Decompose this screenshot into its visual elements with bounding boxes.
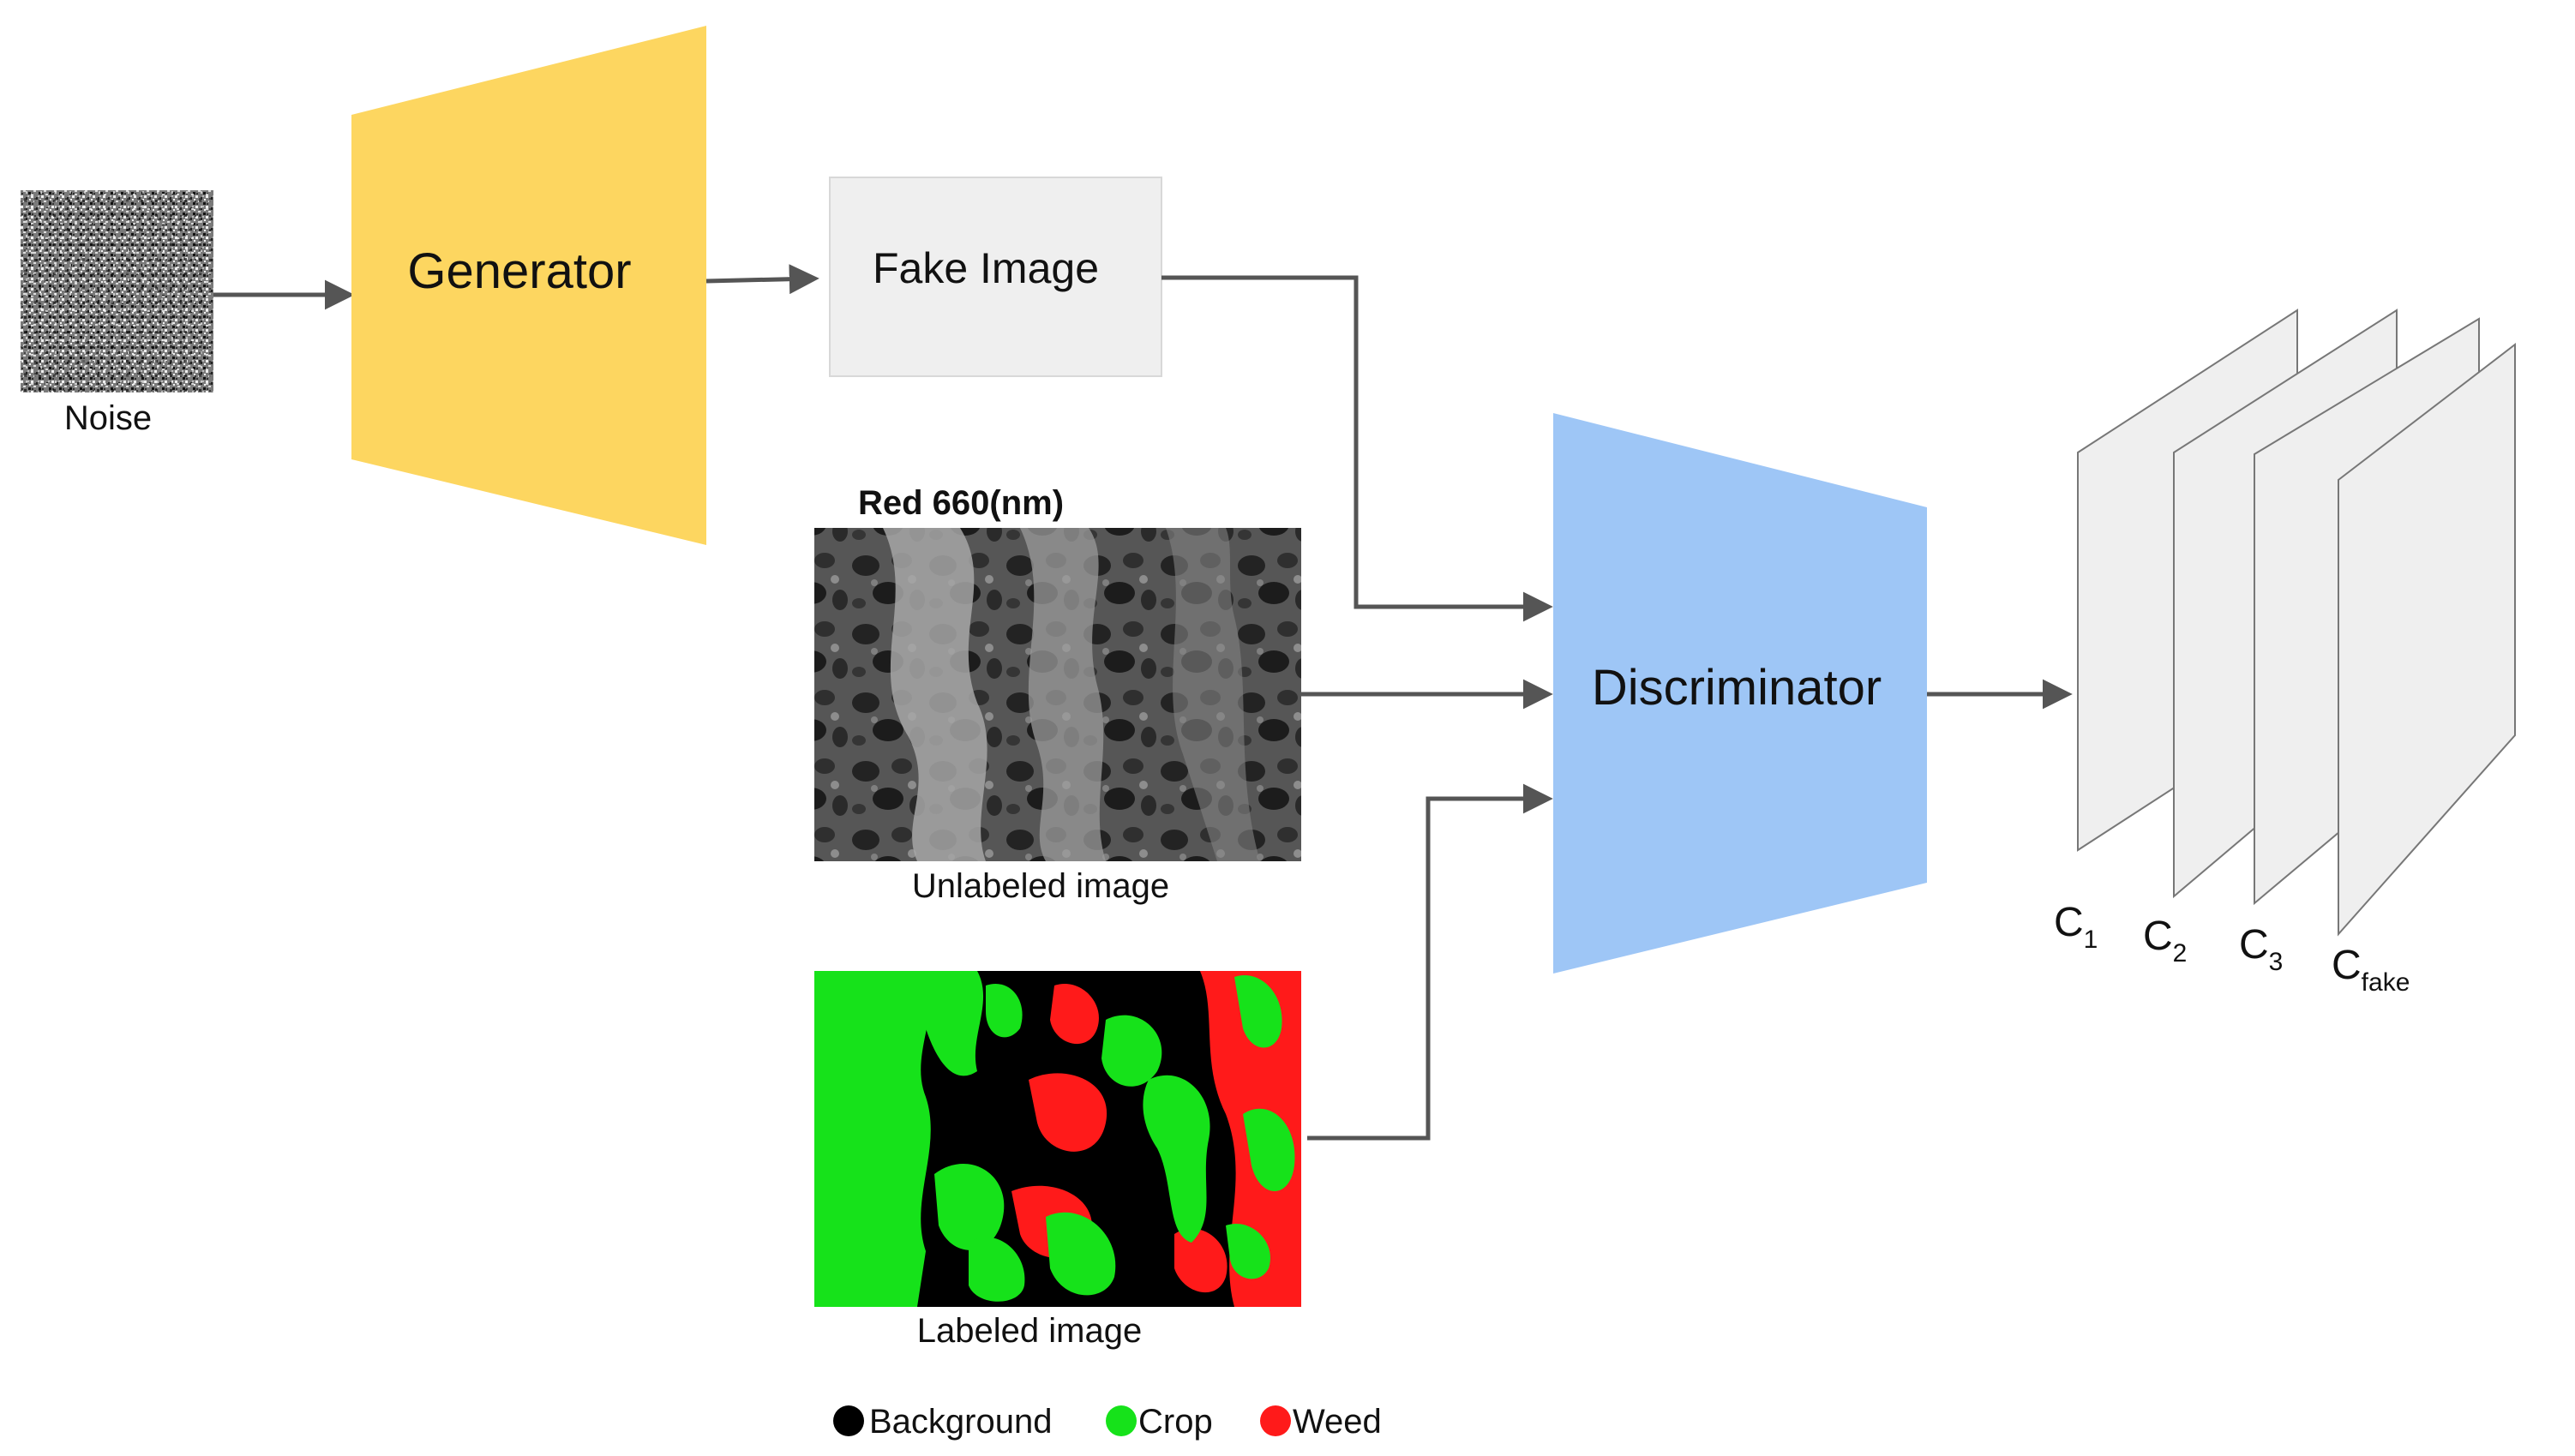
output-label-cfake: Cfake xyxy=(2332,943,2410,997)
labeled-image xyxy=(814,971,1301,1307)
arrow-fake-image-to-discriminator xyxy=(1161,275,1553,622)
output-plane-cfake xyxy=(2338,342,2516,937)
fake-image-box xyxy=(829,177,1162,377)
generator-block xyxy=(351,26,706,545)
legend-weed-label: Weed xyxy=(1293,1403,1382,1441)
legend-crop-label: Crop xyxy=(1138,1403,1213,1441)
legend-weed-dot xyxy=(1260,1405,1291,1436)
labeled-image-label: Labeled image xyxy=(917,1312,1142,1350)
arrow-generator-to-fake-image xyxy=(705,264,819,295)
output-label-c1: C1 xyxy=(2054,900,2098,954)
legend-background-label: Background xyxy=(869,1403,1052,1441)
legend-crop-dot xyxy=(1106,1405,1137,1436)
fake-image-label: Fake Image xyxy=(873,244,1099,292)
output-planes xyxy=(2077,309,2516,937)
arrow-labeled-to-discriminator xyxy=(1307,783,1553,1141)
noise-label: Noise xyxy=(64,399,152,437)
unlabeled-image xyxy=(814,528,1301,861)
generator-label: Generator xyxy=(407,243,631,299)
output-label-c3: C3 xyxy=(2239,922,2283,976)
red-band-label: Red 660(nm) xyxy=(858,484,1064,522)
discriminator-block xyxy=(1553,413,1927,974)
legend-background-dot xyxy=(833,1405,864,1436)
unlabeled-image-label: Unlabeled image xyxy=(912,867,1169,905)
legend: Background Crop Weed xyxy=(833,1403,1382,1441)
noise-image xyxy=(21,190,213,392)
output-label-c2: C2 xyxy=(2143,914,2187,968)
discriminator-label: Discriminator xyxy=(1592,660,1882,716)
